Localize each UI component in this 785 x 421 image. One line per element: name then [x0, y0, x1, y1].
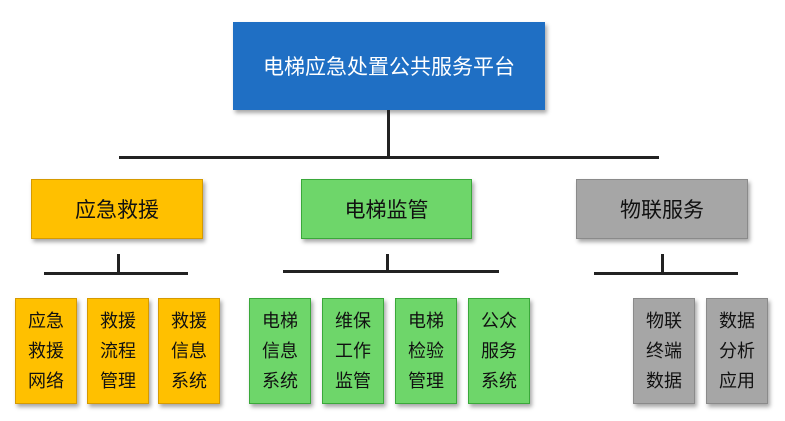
leaf-elevator-info-system: 电梯 信息 系统 [249, 298, 311, 404]
iot-connector-horizontal [594, 272, 738, 275]
rescue-connector-vertical [117, 254, 120, 274]
supervision-connector-vertical [386, 254, 389, 272]
category-elevator-supervision: 电梯监管 [301, 179, 472, 239]
rescue-connector-horizontal [44, 272, 188, 275]
platform-root-node: 电梯应急处置公共服务平台 [233, 22, 545, 110]
iot-connector-vertical [661, 254, 664, 274]
leaf-rescue-info-system: 救援 信息 系统 [158, 298, 220, 404]
leaf-iot-terminal-data: 物联 终端 数据 [633, 298, 695, 404]
leaf-maintenance-supervision: 维保 工作 监管 [322, 298, 384, 404]
leaf-rescue-network: 应急 救援 网络 [15, 298, 77, 404]
leaf-rescue-process-management: 救援 流程 管理 [87, 298, 149, 404]
leaf-data-analysis: 数据 分析 应用 [706, 298, 768, 404]
supervision-connector-horizontal [283, 270, 499, 273]
root-connector-horizontal [119, 156, 659, 159]
leaf-elevator-inspection: 电梯 检验 管理 [395, 298, 457, 404]
category-iot-service: 物联服务 [576, 179, 748, 239]
category-emergency-rescue: 应急救援 [31, 179, 203, 239]
root-connector-vertical [387, 110, 390, 157]
leaf-public-service-system: 公众 服务 系统 [468, 298, 530, 404]
